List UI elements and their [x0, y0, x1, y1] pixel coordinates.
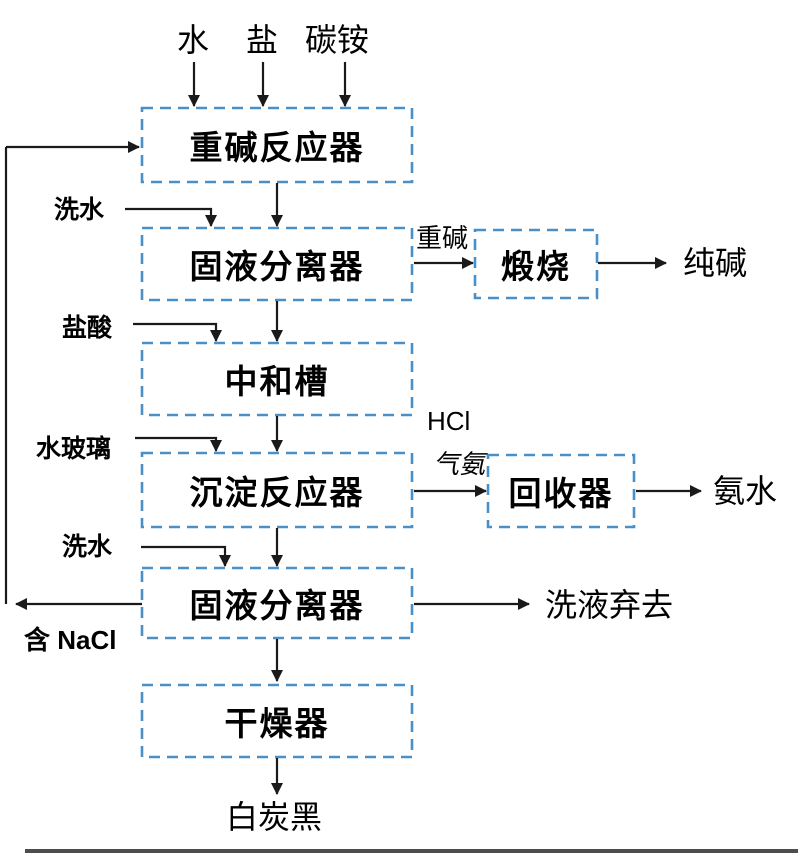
input-label-water: 水	[177, 22, 210, 58]
box-heavy-alkali-reactor: 重碱反应器	[189, 129, 365, 166]
input-label-water-glass: 水玻璃	[36, 435, 112, 463]
box-recovery-unit: 回收器	[508, 475, 614, 512]
box-separator2-border	[140, 566, 414, 640]
input-label-wash-water-1: 洗水	[54, 196, 105, 224]
box-dryer: 干燥器	[224, 705, 330, 742]
box-solid-liquid-separator-1: 固液分离器	[189, 248, 365, 285]
output-label-white-carbon-black: 白炭黑	[226, 799, 323, 835]
arrow-water-glass-in	[135, 436, 222, 452]
box-precipitation-reactor-border	[140, 451, 414, 529]
input-label-salt: 盐	[246, 22, 279, 58]
arrow-wash1-in	[125, 207, 217, 227]
box-calciner-border	[473, 228, 599, 300]
box-heavy-alkali-reactor-border	[140, 106, 414, 184]
box-neutralization-tank: 中和槽	[224, 363, 330, 400]
input-label-wash-water-2: 洗水	[62, 533, 113, 561]
stream-label-recycle-nacl: 含 NaCl	[24, 625, 117, 655]
arrow-wash2-in	[141, 545, 231, 567]
output-label-soda-ash: 纯碱	[683, 245, 748, 281]
input-label-ammonium-bicarbonate: 碳铵	[305, 22, 370, 58]
box-separator1-border	[140, 226, 414, 302]
input-label-hydrochloric-acid: 盐酸	[62, 314, 113, 342]
stream-label-heavy-alkali: 重碱	[416, 223, 469, 253]
box-neutralization-tank-border	[140, 341, 414, 417]
box-recovery-unit-border	[486, 453, 636, 529]
box-precipitation-reactor: 沉淀反应器	[189, 474, 365, 511]
stream-label-ammonia-gas: 气氨	[433, 449, 486, 479]
box-solid-liquid-separator-2: 固液分离器	[189, 587, 365, 624]
arrow-hydrochloric-acid-in	[133, 322, 222, 342]
output-label-ammonia-water: 氨水	[713, 473, 778, 509]
bottom-scan-artifact-bar	[25, 849, 798, 853]
output-label-wash-discard: 洗液弃去	[545, 587, 674, 623]
stream-label-hcl: HCl	[427, 406, 471, 436]
box-calciner: 煅烧	[501, 248, 571, 285]
box-dryer-border	[140, 683, 414, 759]
